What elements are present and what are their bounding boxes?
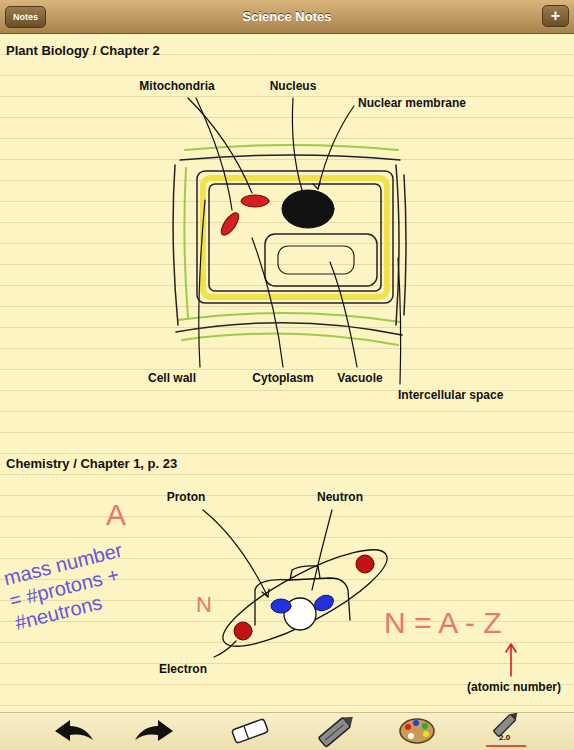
- drawn-stroke: [244, 726, 249, 739]
- drawn-stroke: [203, 178, 387, 297]
- drawn-stroke: [343, 712, 357, 726]
- drawn-stroke: [135, 720, 173, 741]
- drawn-stroke: [199, 200, 205, 367]
- drawn-stroke: [203, 510, 268, 597]
- drawn-stroke: [405, 724, 411, 730]
- drawn-stroke: [292, 98, 302, 190]
- drawn-stroke: [55, 720, 93, 741]
- drawn-stroke: [234, 622, 252, 640]
- section-heading: Plant Biology / Chapter 2: [6, 44, 160, 59]
- drawn-stroke: [318, 712, 356, 747]
- drawn-stroke: [493, 710, 520, 737]
- part-label: Proton: [167, 491, 206, 505]
- section-heading: Chemistry / Chapter 1, p. 23: [6, 457, 177, 472]
- drawn-stroke: [422, 723, 428, 729]
- drawn-stroke: [196, 98, 232, 210]
- drawn-stroke: [404, 175, 406, 315]
- part-label: Mitochondria: [139, 80, 214, 94]
- part-label: Nuclear membrane: [358, 97, 466, 111]
- bottom-toolbar: [0, 712, 574, 750]
- drawn-stroke: [510, 710, 520, 720]
- part-label: Cell wall: [148, 372, 196, 386]
- drawn-stroke: [184, 168, 188, 318]
- drawn-stroke: [197, 171, 393, 303]
- drawn-stroke: [325, 725, 343, 740]
- drawn-stroke: [330, 262, 357, 367]
- part-label: Vacuole: [337, 372, 382, 386]
- drawn-stroke: [232, 719, 269, 744]
- drawn-stroke: [232, 719, 269, 744]
- drawn-stroke: [188, 98, 252, 193]
- drawn-stroke: [203, 510, 516, 676]
- drawn-stroke: [271, 599, 291, 613]
- drawn-stroke: [182, 334, 398, 345]
- button-label: +: [551, 7, 560, 24]
- drawn-stroke: [265, 234, 377, 286]
- part-label: Cytoplasm: [252, 372, 313, 386]
- drawn-stroke: [55, 710, 526, 747]
- app-title: Science Notes: [0, 9, 574, 24]
- drawn-stroke: [282, 190, 334, 228]
- drawn-stroke: [506, 644, 516, 676]
- handwritten-formula: N = A - Z: [384, 606, 502, 641]
- drawn-stroke: [356, 555, 374, 573]
- drawn-stroke: [408, 733, 414, 739]
- drawn-stroke: [398, 258, 401, 384]
- tool-version: 2.0: [499, 733, 510, 742]
- drawn-stroke: [209, 184, 381, 291]
- drawn-stroke: [312, 592, 336, 613]
- drawn-stroke: [396, 165, 399, 325]
- handwritten-note: N: [196, 592, 212, 617]
- drawn-stroke: [413, 720, 419, 726]
- handwritten-note: A: [106, 498, 126, 533]
- drawn-stroke: [312, 510, 332, 590]
- drawn-stroke: [486, 745, 526, 747]
- part-label: Neutron: [317, 491, 363, 505]
- part-label: Intercellular space: [398, 389, 503, 403]
- drawn-stroke: [313, 182, 320, 189]
- drawn-stroke: [318, 106, 354, 189]
- drawn-stroke: [173, 98, 406, 384]
- drawn-stroke: [213, 534, 398, 663]
- drawn-stroke: [278, 246, 354, 274]
- part-label: Electron: [159, 663, 207, 677]
- drawn-stroke: [262, 589, 269, 597]
- drawn-stroke: [400, 719, 434, 743]
- drawn-stroke: [218, 210, 242, 238]
- drawn-stroke: [252, 238, 283, 367]
- add-button: +: [542, 5, 569, 27]
- drawn-stroke: [241, 195, 269, 207]
- part-label: (atomic number): [467, 681, 561, 695]
- drawn-stroke: [178, 313, 400, 322]
- drawn-stroke: [180, 155, 400, 160]
- drawn-stroke: [214, 641, 236, 657]
- drawn-stroke: [423, 731, 429, 737]
- button-label: Notes: [13, 12, 38, 22]
- drawn-stroke: [173, 165, 178, 325]
- part-label: Nucleus: [270, 80, 317, 94]
- drawn-stroke: [318, 717, 350, 747]
- notes-button: Notes: [5, 6, 46, 28]
